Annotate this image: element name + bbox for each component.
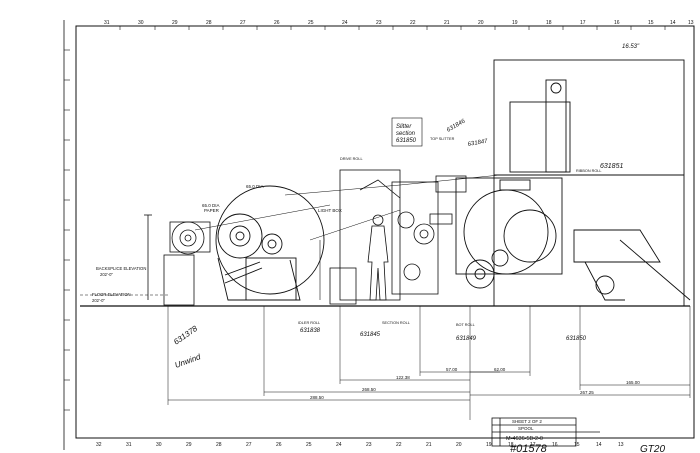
dimension-value: 62.00: [494, 367, 506, 372]
dimension-value: 288.50: [310, 395, 324, 400]
zone-number: 18: [508, 442, 514, 448]
dimension-value: 165.00: [626, 380, 640, 385]
zone-number: 27: [240, 20, 246, 26]
part-code: 631849: [456, 336, 477, 342]
slitter-code: 631850: [396, 138, 417, 144]
idler-roll-label: IDLER ROLL: [298, 321, 320, 325]
unwind-note: Unwind: [174, 352, 203, 370]
slitter-section: [339, 169, 467, 301]
sheet-border: [75, 25, 695, 439]
paper-roll-labels: 65.0 DIA PAPER 65.0 DIA: [202, 184, 264, 213]
roll-dia-label: 65.0 DIA: [246, 184, 264, 189]
zone-number: 17: [530, 442, 536, 448]
zone-number: 20: [478, 20, 484, 26]
slitter-note-box: [391, 117, 423, 147]
scale-label: SPOOL: [518, 426, 534, 431]
zone-number: 15: [574, 442, 580, 448]
zone-number: 19: [512, 20, 518, 26]
zone-number: 13: [688, 20, 694, 26]
zone-number: 32: [96, 442, 102, 448]
slitter-note-line1: Slitter: [396, 124, 412, 130]
dimension-value: 268.50: [362, 387, 376, 392]
zone-number: 15: [648, 20, 654, 26]
paper-dia-label: 65.0 DIA: [202, 203, 220, 208]
dimension-lines: [167, 306, 691, 420]
zone-number: 24: [336, 442, 342, 448]
zone-number: 30: [156, 442, 162, 448]
zone-number: 31: [104, 20, 110, 26]
part-code: 631845: [360, 332, 381, 338]
zone-number: 21: [426, 442, 432, 448]
zone-number: 14: [596, 442, 602, 448]
light-box-label: LIGHT BOX: [318, 208, 342, 213]
part-code: 631838: [300, 328, 321, 334]
title-block-text: SHEET 2 OF 2 SPOOL M-4636-5B-2-0: [506, 419, 543, 442]
dimension-values: 122.38 268.50 288.50 57.00 62.00 165.00 …: [310, 367, 640, 400]
zone-number: 28: [206, 20, 212, 26]
bottom-zone-numbers: 32 31 30 29 28 27 26 25 24 23 22 21 20 1…: [96, 442, 624, 448]
operator-figure: [367, 214, 389, 301]
zone-number: 27: [246, 442, 252, 448]
floor-value: 202'-0": [92, 298, 106, 303]
zone-number: 30: [138, 20, 144, 26]
zone-number: 31: [126, 442, 132, 448]
component-labels: DRIVE ROLL SECTION ROLL RIBBON ROLL TOP …: [298, 137, 602, 327]
zone-number: 23: [366, 442, 372, 448]
top-ticks: [119, 26, 666, 30]
top-zone-numbers: 31 30 29 28 27 26 25 24 23 22 21 20 19 1…: [104, 20, 694, 26]
top-slitter-label: TOP SLITTER: [430, 137, 455, 141]
dimension-value: 122.38: [396, 375, 410, 380]
top-right-note: 16.53": [622, 44, 640, 50]
zone-number: 20: [456, 442, 462, 448]
bot-roll-label: BOT ROLL: [456, 323, 475, 327]
title-block: [491, 417, 600, 447]
zone-number: 29: [172, 20, 178, 26]
web-path: [194, 174, 501, 241]
floor-label: FLOOR ELEVATION: [92, 292, 130, 297]
zone-number: 23: [376, 20, 382, 26]
zone-number: 18: [546, 20, 552, 26]
part-code: 631847: [467, 138, 488, 148]
light-box: [329, 267, 357, 305]
zone-number: 28: [216, 442, 222, 448]
zone-number: 16: [614, 20, 620, 26]
section-roll-label: SECTION ROLL: [382, 321, 410, 325]
backsplice-value: 202'-0": [100, 272, 114, 277]
rewind-frame: [455, 59, 691, 307]
doc-suffix: GT20: [640, 444, 665, 453]
part-code: 631850: [566, 336, 587, 342]
zone-number: 17: [580, 20, 586, 26]
zone-number: 14: [670, 20, 676, 26]
paper-roll: [215, 185, 325, 301]
zone-number: 24: [342, 20, 348, 26]
dimension-value: 267.25: [580, 390, 594, 395]
part-code: 631851: [600, 163, 623, 170]
zone-number: 13: [618, 442, 624, 448]
backsplice-label: BACKSPLICE ELEVATION: [96, 266, 146, 271]
elevation-labels: BACKSPLICE ELEVATION 202'-0" FLOOR ELEVA…: [92, 266, 146, 303]
ribbon-roll-label: RIBBON ROLL: [576, 169, 602, 173]
unwind-stand: [144, 214, 211, 306]
sheet-number: SHEET 2 OF 2: [512, 419, 542, 424]
zone-number: 22: [396, 442, 402, 448]
zone-number: 22: [410, 20, 416, 26]
paper-label: PAPER: [204, 208, 220, 213]
zone-number: 16: [552, 442, 558, 448]
part-code: 631846: [446, 118, 467, 134]
zone-number: 25: [308, 20, 314, 26]
zone-number: 25: [306, 442, 312, 448]
zone-number: 26: [276, 442, 282, 448]
dimension-value: 57.00: [446, 367, 458, 372]
slitter-note-line2: section: [396, 131, 416, 137]
zone-number: 26: [274, 20, 280, 26]
drawing-number: M-4636-5B-2-0: [506, 436, 543, 442]
left-ticks: [64, 49, 70, 411]
unwind-code: 631378: [172, 324, 199, 347]
zone-number: 21: [444, 20, 450, 26]
doc-number: #01578: [510, 443, 548, 453]
drive-roll-label: DRIVE ROLL: [340, 157, 363, 161]
zone-number: 19: [486, 442, 492, 448]
zone-number: 29: [186, 442, 192, 448]
